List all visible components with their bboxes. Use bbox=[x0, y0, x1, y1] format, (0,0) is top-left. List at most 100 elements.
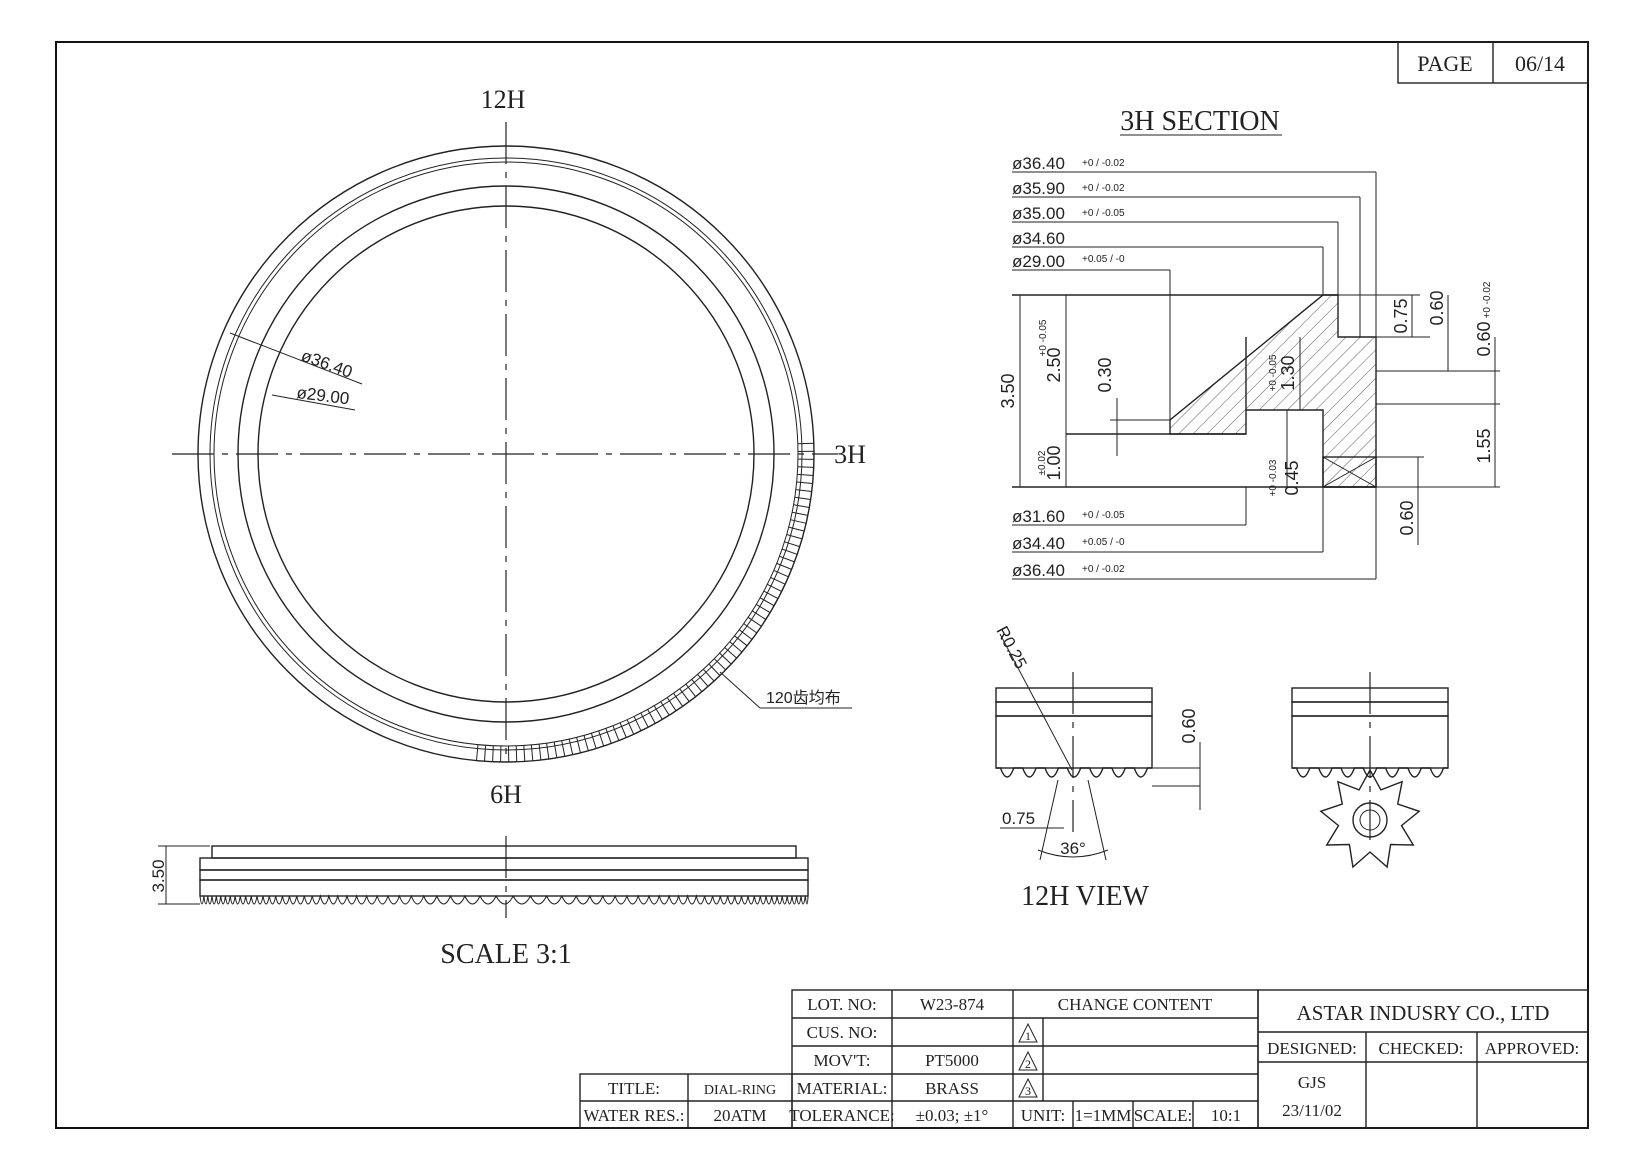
bottom-dim-1: ø31.60 bbox=[1012, 507, 1065, 526]
tb-tolerance-label: TOLERANCE: bbox=[789, 1106, 894, 1125]
dim-0-60-right: 0.60 bbox=[1474, 321, 1494, 356]
section-title: 3H SECTION bbox=[1120, 106, 1279, 137]
tb-designed-label: DESIGNED: bbox=[1267, 1039, 1357, 1058]
ring-tooth bbox=[767, 583, 782, 592]
dim-0-75: 0.75 bbox=[1391, 298, 1411, 333]
ring-tooth bbox=[653, 705, 663, 720]
ring-tooth bbox=[793, 504, 810, 508]
bottom-dim-3-tol: +0 / -0.02 bbox=[1082, 564, 1125, 575]
sheet-border bbox=[55, 41, 1589, 1129]
ring-tooth bbox=[576, 737, 581, 754]
ring-tooth bbox=[747, 616, 762, 627]
top-dim-2: ø35.90 bbox=[1012, 179, 1065, 198]
tb-cus-label: CUS. NO: bbox=[807, 1023, 878, 1042]
dim-0-45-tol: +0 -0.03 bbox=[1268, 459, 1279, 496]
ring-tooth bbox=[724, 647, 738, 659]
tb-checked-label: CHECKED: bbox=[1379, 1039, 1464, 1058]
top-dim-5-tol: +0.05 / -0 bbox=[1082, 254, 1125, 265]
ring-tooth bbox=[702, 668, 715, 682]
view12h-angle: 36° bbox=[1060, 839, 1086, 858]
tb-tolerance-value: ±0.03; ±1° bbox=[916, 1106, 989, 1125]
title-block: LOT. NO: W23-874 CUS. NO: MOV'T: PT5000 … bbox=[579, 989, 1589, 1129]
page-number: 06/14 bbox=[1515, 51, 1565, 76]
top-dim-3: ø35.00 bbox=[1012, 204, 1065, 223]
ring-tooth bbox=[568, 738, 574, 755]
ring-tooth bbox=[713, 658, 727, 671]
tb-movt-label: MOV'T: bbox=[814, 1051, 871, 1070]
ring-tooth bbox=[546, 743, 550, 760]
tb-unit-value: 1=1MM bbox=[1075, 1106, 1132, 1125]
ring-tooth bbox=[743, 623, 757, 634]
teeth-note: 120齿均布 bbox=[766, 689, 841, 707]
tb-title-value: DIAL-RING bbox=[704, 1083, 776, 1098]
top-dim-1-tol: +0 / -0.02 bbox=[1082, 158, 1125, 169]
dim-0-60-top: 0.60 bbox=[1427, 290, 1447, 325]
revision-triangle-3: 3 bbox=[1018, 1077, 1038, 1098]
section-profile bbox=[1169, 294, 1377, 488]
view12h-dim-0-75: 0.75 bbox=[1002, 809, 1035, 828]
label-3h: 3H bbox=[834, 440, 866, 469]
tb-water-label: WATER RES.: bbox=[583, 1106, 684, 1125]
ring-tooth bbox=[679, 688, 690, 702]
gear-star bbox=[1319, 768, 1421, 869]
ring-tooth bbox=[797, 473, 814, 476]
dim-1-30-tol: +0 -0.05 bbox=[1268, 354, 1279, 391]
ring-tooth bbox=[605, 728, 612, 744]
ring-tooth bbox=[788, 526, 805, 532]
svg-text:1: 1 bbox=[1025, 1029, 1031, 1043]
ring-tooth bbox=[719, 652, 732, 665]
bottom-dim-2-tol: +0.05 / -0 bbox=[1082, 537, 1125, 548]
top-dim-4: ø34.60 bbox=[1012, 229, 1065, 248]
ring-tooth bbox=[523, 745, 526, 762]
ring-tooth bbox=[538, 744, 542, 761]
dim-1-00-tol: ±0.02 bbox=[1037, 450, 1048, 475]
dim-0-60-bottom: 0.60 bbox=[1397, 500, 1417, 535]
ring-tooth bbox=[797, 442, 814, 445]
radius-label: R0.25 bbox=[992, 623, 1030, 672]
dim-1-55: 1.55 bbox=[1474, 428, 1494, 463]
side-height-dim: 3.50 bbox=[149, 859, 168, 892]
tb-designer: GJS bbox=[1298, 1073, 1326, 1092]
ring-tooth bbox=[784, 541, 800, 548]
ring-tooth bbox=[530, 744, 534, 761]
ring-tooth bbox=[691, 678, 703, 693]
svg-text:3: 3 bbox=[1025, 1084, 1031, 1098]
outer-ring bbox=[197, 145, 815, 763]
ring-tooth bbox=[734, 635, 748, 647]
ring-tooth bbox=[738, 629, 753, 640]
ring-tooth bbox=[612, 725, 620, 741]
ring-tooth bbox=[770, 576, 786, 585]
dim-inner-diameter: ø29.00 bbox=[296, 383, 351, 408]
ring-tooth bbox=[794, 496, 811, 500]
tb-lot-label: LOT. NO: bbox=[807, 995, 877, 1014]
ring-tooth bbox=[647, 709, 656, 724]
ring-tooth bbox=[673, 692, 684, 707]
ring-tooth bbox=[640, 712, 649, 728]
ring-tooth bbox=[786, 534, 803, 540]
dim-2-50-tol: +0 -0.05 bbox=[1038, 319, 1049, 356]
tb-movt-value: PT5000 bbox=[925, 1051, 979, 1070]
ring-tooth bbox=[561, 740, 566, 757]
ring-tooth bbox=[685, 683, 696, 698]
dim-0-45: 0.45 bbox=[1282, 460, 1302, 495]
side-teeth bbox=[199, 894, 809, 905]
bottom-dim-1-tol: +0 / -0.05 bbox=[1082, 510, 1125, 521]
ring-tooth bbox=[484, 745, 487, 762]
tb-company: ASTAR INDUSRY CO., LTD bbox=[1297, 1001, 1550, 1025]
ring-tooth bbox=[553, 741, 558, 758]
ring-tooth bbox=[792, 511, 808, 516]
page-box: PAGE 06/14 bbox=[1397, 41, 1589, 84]
dim-0-60-right-tol: +0 -0.02 bbox=[1482, 281, 1493, 318]
tb-material-label: MATERIAL: bbox=[797, 1079, 888, 1098]
svg-text:2: 2 bbox=[1025, 1057, 1031, 1071]
top-dim-5: ø29.00 bbox=[1012, 252, 1065, 271]
dim-outer-diameter: ø36.40 bbox=[299, 346, 355, 382]
tb-title-label: TITLE: bbox=[608, 1079, 660, 1098]
ring-tooth bbox=[619, 722, 627, 738]
tb-lot-value: W23-874 bbox=[920, 995, 985, 1014]
ring-tooth bbox=[781, 548, 798, 555]
ring-tooth bbox=[729, 641, 743, 653]
top-dim-1: ø36.40 bbox=[1012, 154, 1065, 173]
dim-1-00: 1.00 bbox=[1044, 445, 1064, 480]
